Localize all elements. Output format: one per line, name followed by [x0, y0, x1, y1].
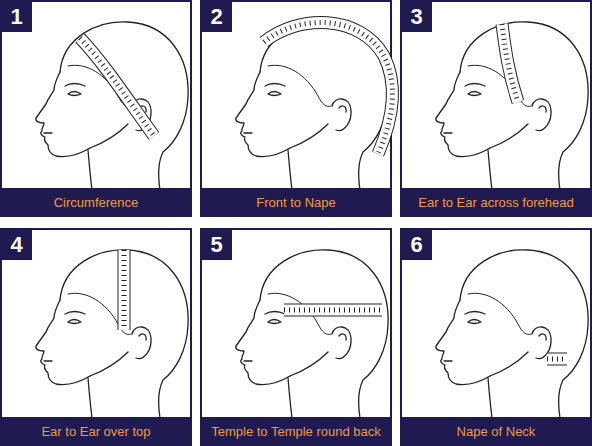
panel-frame	[401, 1, 591, 216]
panel-number: 6	[401, 229, 432, 260]
callout-number: 5	[210, 232, 222, 258]
callout-number: 1	[10, 4, 22, 30]
head-figure	[36, 250, 188, 418]
callout-number: 6	[410, 232, 422, 258]
callout-number: 4	[10, 232, 22, 258]
caption-bar: Ear to Ear over top	[1, 417, 191, 445]
caption-bar: Front to Nape	[201, 188, 391, 216]
panel-frame	[201, 229, 391, 445]
panel-number: 1	[1, 1, 32, 32]
panel-number: 3	[401, 1, 432, 32]
caption-text: Temple to Temple round back	[211, 424, 381, 439]
caption-text: Ear to Ear over top	[41, 424, 150, 439]
panel-number: 4	[1, 229, 32, 260]
head-figure	[436, 250, 588, 418]
panel-frame	[1, 1, 191, 216]
caption-bar: Ear to Ear across forehead	[401, 188, 591, 216]
head-figure	[36, 22, 188, 190]
head-figure	[436, 22, 588, 190]
caption-bar: Temple to Temple round back	[201, 417, 391, 445]
caption-bar: Nape of Neck	[401, 417, 591, 445]
caption-text: Ear to Ear across forehead	[418, 195, 573, 210]
head-figure	[236, 22, 393, 190]
caption-text: Front to Nape	[256, 195, 336, 210]
caption-bar: Circumference	[1, 188, 191, 216]
panel-frame	[1, 229, 191, 445]
head-figure	[236, 250, 388, 418]
callout-number: 3	[410, 4, 422, 30]
caption-text: Circumference	[54, 195, 139, 210]
callout-number: 2	[210, 4, 222, 30]
panel-number: 2	[201, 1, 232, 32]
panel-frame	[401, 229, 591, 445]
caption-text: Nape of Neck	[457, 424, 536, 439]
panel-number: 5	[201, 229, 232, 260]
